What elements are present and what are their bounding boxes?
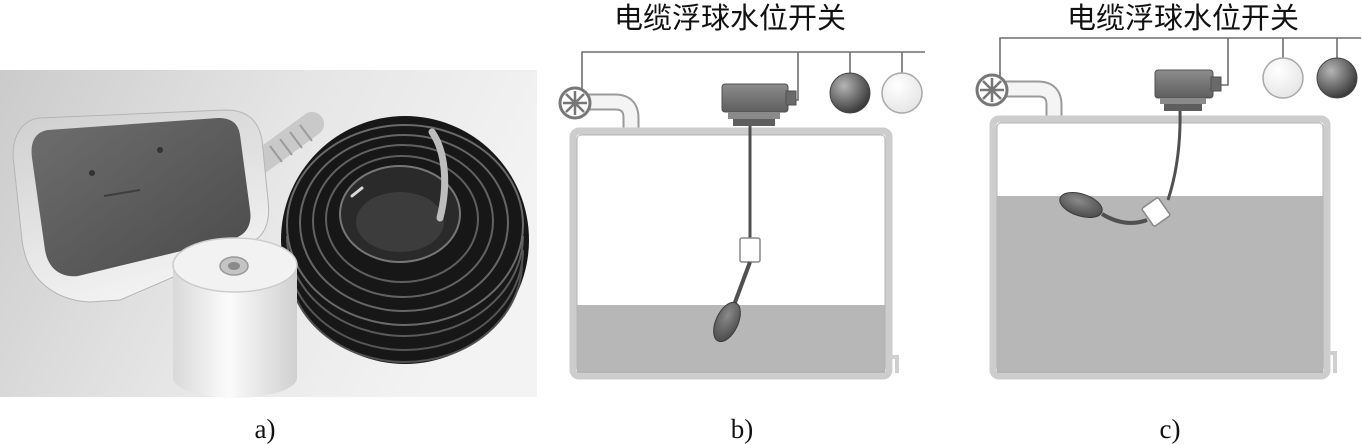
coil-loop-top-4: [325, 155, 479, 283]
float-box-dot-right: [157, 147, 163, 153]
strain-relief-ribs: [269, 124, 313, 163]
float-cable-lower: [732, 261, 752, 306]
float-box-dot-left: [89, 170, 95, 176]
coil-loop-top-1: [286, 124, 524, 326]
coil-loop-top-3: [312, 144, 494, 298]
indicator-lamp-on: [829, 72, 871, 114]
switch-flange-bottom: [733, 119, 775, 126]
switch-housing: [721, 83, 789, 113]
drain-pipe: [1326, 351, 1337, 373]
float-cable-lower: [1100, 212, 1148, 225]
float-ball: [713, 301, 741, 343]
switch-cable-gland: [1210, 76, 1222, 92]
water-tank-inner-line: [996, 122, 1324, 373]
switch-flange-top: [728, 112, 780, 119]
weight-cylinder-hole-core: [228, 262, 240, 270]
control-wire-main: [581, 51, 925, 92]
float-cable-upper: [1166, 110, 1182, 201]
switch-cable-gland: [785, 90, 797, 106]
float-counterweight: [1141, 197, 1171, 227]
coil-loop-side-2: [286, 249, 524, 351]
weight-cylinder-bottom: [173, 358, 297, 398]
panel-c-caption: c): [1160, 414, 1181, 444]
panel-c-title: 电缆浮球水位开关: [1067, 1, 1299, 35]
drain-pipe: [888, 355, 899, 373]
float-ball: [1059, 192, 1103, 218]
coil-loop-top-2: [299, 134, 509, 312]
panel-a-photo: a): [0, 70, 537, 444]
float-counterweight: [739, 237, 761, 263]
panel-a-caption: a): [255, 414, 276, 444]
inlet-pipe: [588, 95, 638, 142]
panel-b-caption: b): [731, 414, 754, 444]
float-box-marking: [103, 189, 141, 197]
cable-end: [428, 128, 449, 222]
indicator-lamp-on: [1316, 57, 1358, 99]
switch-housing: [1154, 69, 1214, 99]
inlet-pipe: [1006, 82, 1061, 130]
control-wire-switch: [1221, 38, 1229, 86]
coil-hole-depth: [356, 192, 444, 252]
water-tank-inner-line: [576, 134, 886, 373]
switch-flange-bottom: [1164, 104, 1202, 111]
coil-loop-side-1: [286, 235, 524, 337]
coil-loop-side-3: [287, 261, 523, 363]
indicator-lamp-off: [1262, 57, 1304, 99]
valve-spokes: [980, 78, 1004, 102]
switch-flange-top: [1160, 98, 1206, 104]
panel-b-title: 电缆浮球水位开关: [614, 1, 846, 35]
panel-c-diagram: 电缆浮球水位开关 c): [975, 1, 1361, 444]
panel-b-diagram: 电缆浮球水位开关 b): [558, 1, 925, 444]
valve-spokes: [563, 91, 587, 115]
float-box-top: [31, 118, 251, 277]
cable-end-wire: [350, 186, 364, 198]
indicator-lamp-off: [881, 72, 923, 114]
water-body: [997, 196, 1323, 373]
control-wire-main: [999, 37, 1361, 78]
